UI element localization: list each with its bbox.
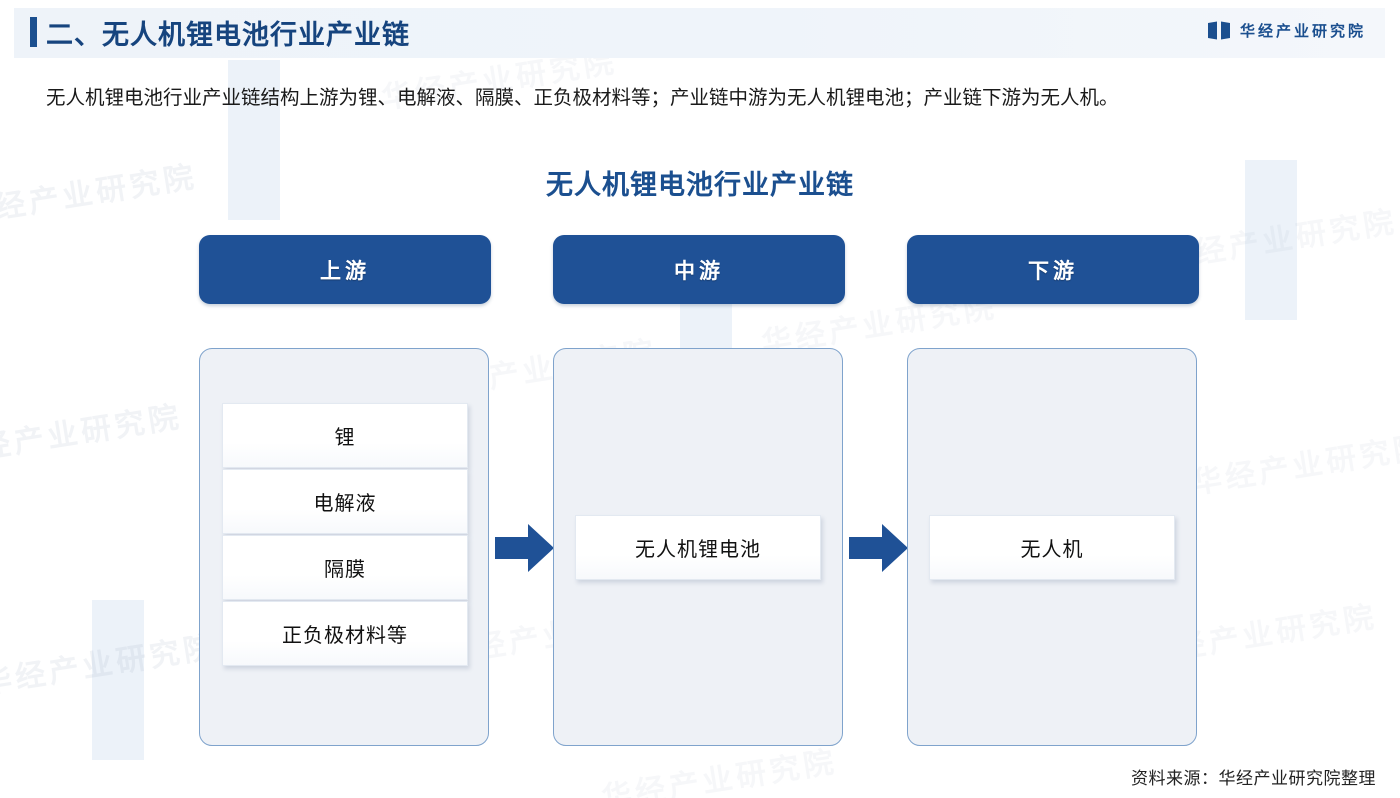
column-header-upstream[interactable]: 上游 [199, 235, 491, 304]
upstream-items: 锂 电解液 隔膜 正负极材料等 [222, 403, 468, 666]
chain-item[interactable]: 无人机 [929, 514, 1175, 580]
column-header-label: 上游 [320, 259, 370, 283]
chain-item-label: 无人机 [1020, 538, 1084, 561]
chart-title: 无人机锂电池行业产业链 [546, 170, 854, 200]
column-header-midstream[interactable]: 中游 [553, 235, 845, 304]
header-band [14, 8, 1385, 58]
flow-arrow-right-icon [495, 522, 555, 574]
chain-item[interactable]: 锂 [222, 403, 468, 468]
chain-item[interactable]: 正负极材料等 [222, 601, 468, 666]
chain-item-label: 锂 [334, 427, 356, 449]
chain-item[interactable]: 电解液 [222, 469, 468, 534]
page-title: 二、无人机锂电池行业产业链 [46, 20, 410, 50]
open-book-icon [1207, 21, 1231, 40]
chain-item[interactable]: 无人机锂电池 [575, 514, 821, 580]
intro-paragraph: 无人机锂电池行业产业链结构上游为锂、电解液、隔膜、正负极材料等；产业链中游为无人… [46, 87, 1119, 109]
column-header-label: 下游 [1028, 259, 1078, 283]
header-accent-bar [30, 17, 37, 47]
brand-logo: 华经产业研究院 [1207, 20, 1366, 41]
chain-item-label: 无人机锂电池 [635, 538, 761, 561]
column-header-downstream[interactable]: 下游 [907, 235, 1199, 304]
chain-item-label: 正负极材料等 [282, 625, 408, 647]
chain-item[interactable]: 隔膜 [222, 535, 468, 600]
chain-item-label: 电解液 [313, 493, 377, 515]
column-body-midstream: 无人机锂电池 [553, 348, 843, 746]
brand-name: 华经产业研究院 [1239, 23, 1366, 40]
column-body-upstream: 锂 电解液 隔膜 正负极材料等 [199, 348, 489, 746]
flow-arrow-right-icon [849, 522, 909, 574]
chain-item-label: 隔膜 [324, 559, 366, 581]
column-body-downstream: 无人机 [907, 348, 1197, 746]
column-header-label: 中游 [674, 259, 724, 283]
source-note: 资料来源：华经产业研究院整理 [1131, 769, 1376, 788]
